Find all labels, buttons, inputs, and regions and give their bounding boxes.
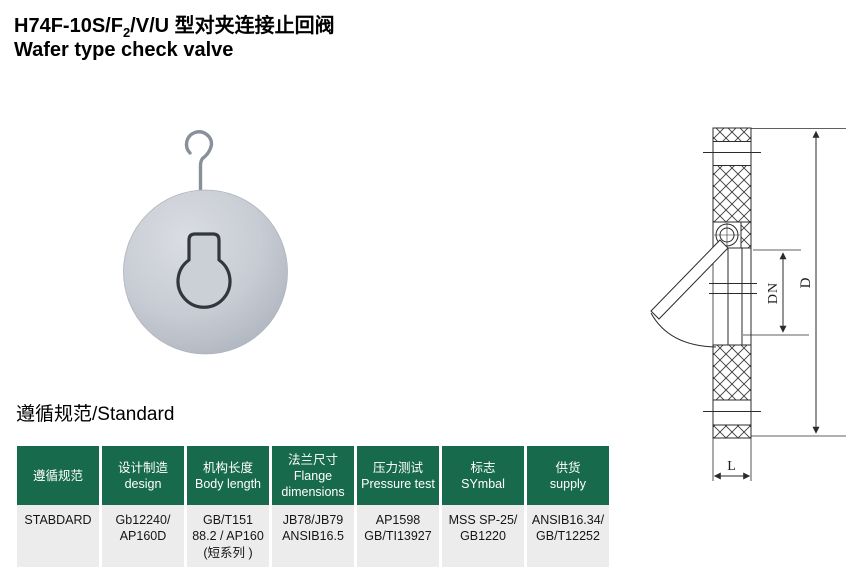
check-disc-open: [650, 239, 729, 320]
table-cell-body-length: GB/T151 88.2 / AP160 (短系列 ): [187, 505, 269, 567]
table-header-flange-dimensions: 法兰尺寸 Flange dimensions: [272, 446, 354, 505]
product-model-title: H74F-10S/F2/V/U 型对夹连接止回阀: [14, 14, 335, 40]
valve-body-section: [650, 127, 761, 481]
table-cell-pressure-test: AP1598 GB/TI13927: [357, 505, 439, 567]
table-header-pressure-test: 压力测试 Pressure test: [357, 446, 439, 505]
page-title-block: H74F-10S/F2/V/U 型对夹连接止回阀 Wafer type chec…: [14, 14, 335, 62]
model-subscript: 2: [122, 25, 131, 40]
disc-swing-arc: [650, 312, 717, 348]
table-header-body-length: 机构长度 Body length: [187, 446, 269, 505]
table-header-standard: 遵循规范: [17, 446, 99, 505]
model-prefix: H74F-10S/F: [14, 15, 123, 37]
table-header-supply: 供货 supply: [527, 446, 609, 505]
table-cell-flange-dimensions: JB78/JB79 ANSIB16.5: [272, 505, 354, 567]
l-dimension-label: L: [727, 459, 736, 474]
disc-keyhole-plate: [176, 232, 232, 309]
table-header-symbol: 标志 SYmbal: [442, 446, 524, 505]
table-header-design: 设计制造 design: [102, 446, 184, 505]
product-name-english: Wafer type check valve: [14, 39, 234, 61]
table-cell-symbol: MSS SP-25/ GB1220: [442, 505, 524, 567]
hanging-hook-icon: [184, 130, 214, 195]
table-cell-design: Gb12240/ AP160D: [102, 505, 184, 567]
standards-table: 遵循规范 设计制造 design 机构长度 Body length 法兰尺寸 F…: [17, 446, 609, 567]
standards-section-heading: 遵循规范/Standard: [16, 404, 175, 425]
product-photo: [123, 130, 288, 355]
dimension-lines: [713, 128, 846, 480]
dn-dimension-label: DN: [766, 282, 781, 304]
model-suffix: /V/U 型对夹连接止回阀: [130, 15, 335, 37]
d-dimension-label: D: [798, 277, 814, 288]
technical-drawing: DN D L: [650, 127, 846, 481]
table-cell-standard: STABDARD: [17, 505, 99, 567]
table-cell-supply: ANSIB16.34/ GB/T12252: [527, 505, 609, 567]
